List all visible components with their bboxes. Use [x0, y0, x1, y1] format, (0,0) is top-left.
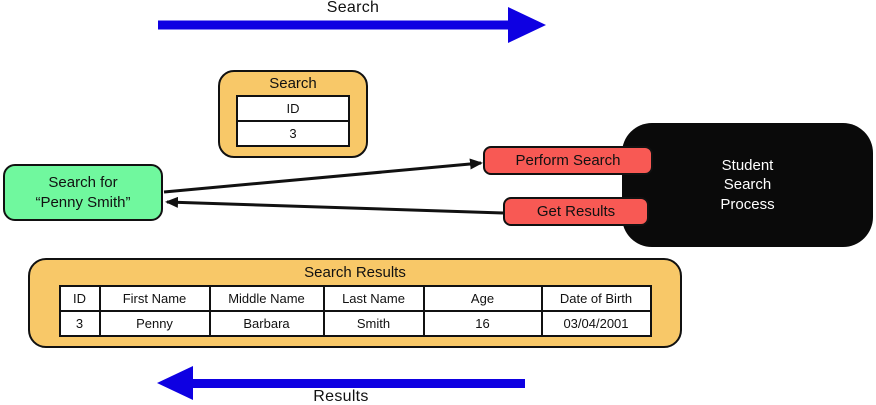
search-request-title: Search [269, 75, 317, 92]
search-id-value: 3 [289, 126, 297, 141]
search-results-title: Search Results [304, 264, 406, 281]
search-id-table: ID 3 [236, 95, 350, 147]
results-col-last-name: Last Name [322, 285, 425, 312]
search-results-box: Search Results ID First Name Middle Name… [28, 258, 682, 348]
perform-search-connector [163, 158, 483, 194]
search-request-box: Search ID 3 [218, 70, 368, 158]
results-arrow-left-icon [157, 366, 525, 400]
perform-search-box: Perform Search [483, 146, 653, 175]
search-arrow-right-icon [158, 7, 546, 43]
results-header-row: ID First Name Middle Name Last Name Age … [58, 285, 652, 312]
result-last-name: Smith [322, 310, 425, 337]
result-dob: 03/04/2001 [540, 310, 652, 337]
result-middle-name: Barbara [208, 310, 325, 337]
results-arrow-label: Results [313, 388, 369, 405]
result-id: 3 [58, 310, 101, 337]
client-query-box: Search for “Penny Smith” [3, 164, 163, 221]
results-col-dob: Date of Birth [540, 285, 652, 312]
student-search-process-box: Student Search Process [622, 123, 873, 247]
result-age: 16 [422, 310, 543, 337]
results-col-id: ID [58, 285, 101, 312]
result-first-name: Penny [98, 310, 211, 337]
results-col-age: Age [422, 285, 543, 312]
get-results-connector [165, 196, 504, 215]
search-id-label: ID [238, 97, 348, 122]
results-col-first-name: First Name [98, 285, 211, 312]
client-query-text: Search for “Penny Smith” [35, 174, 131, 211]
perform-search-label: Perform Search [515, 152, 621, 169]
results-col-middle-name: Middle Name [208, 285, 325, 312]
search-results-table: ID First Name Middle Name Last Name Age … [58, 285, 652, 337]
get-results-label: Get Results [536, 203, 616, 220]
search-arrow-label: Search [326, 0, 380, 16]
results-data-row: 3 Penny Barbara Smith 16 03/04/2001 [58, 310, 652, 337]
process-box-text: Student Search Process [720, 156, 775, 213]
get-results-box: Get Results [503, 197, 649, 226]
